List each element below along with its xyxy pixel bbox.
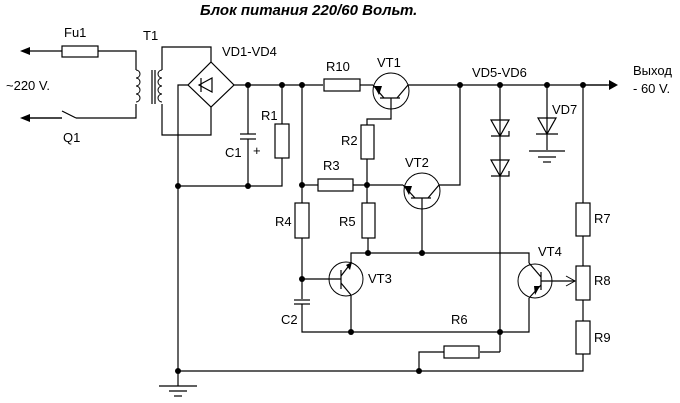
vt2-label: VT2 — [405, 155, 429, 170]
c1-label: C1 — [225, 145, 242, 160]
output-arrow — [609, 80, 618, 90]
r1-label: R1 — [261, 108, 278, 123]
transformer-label: T1 — [143, 28, 158, 43]
ground-main — [159, 385, 197, 397]
r8-label: R8 — [594, 273, 611, 288]
transistor-vt1 — [372, 72, 410, 110]
r2-label: R2 — [341, 133, 358, 148]
resistor-r9 — [575, 320, 591, 355]
resistor-r5 — [361, 202, 376, 239]
c2-label: C2 — [281, 312, 298, 327]
output-label: Выход — [633, 63, 672, 78]
diode-bridge — [187, 61, 235, 108]
resistor-r3 — [317, 178, 354, 192]
resistor-r4 — [294, 202, 310, 239]
diagram-title: Блок питания 220/60 Вольт. — [200, 2, 417, 19]
resistor-r10 — [323, 78, 361, 92]
diode-vd6 — [489, 159, 511, 178]
bridge-label: VD1-VD4 — [222, 44, 277, 59]
resistor-r1 — [274, 123, 290, 159]
r10-label: R10 — [326, 59, 350, 74]
input-voltage-label: ~220 V. — [6, 78, 50, 93]
r6-label: R6 — [451, 312, 468, 327]
fuse-label: Fu1 — [64, 25, 86, 40]
fuse-fu1 — [61, 45, 99, 58]
c1-polarity: + — [253, 143, 261, 158]
ground-vd7 — [529, 150, 565, 163]
transformer-t1 — [135, 69, 163, 104]
vt1-label: VT1 — [377, 55, 401, 70]
resistor-r7 — [575, 202, 591, 237]
diode-vd7 — [536, 117, 558, 136]
vt3-label: VT3 — [368, 271, 392, 286]
output-voltage-label: - 60 V. — [633, 81, 670, 96]
switch-q1 — [61, 110, 77, 119]
transistor-vt3 — [302, 261, 364, 297]
potentiometer-r8 — [575, 265, 591, 301]
resistor-r2 — [360, 124, 375, 160]
r7-label: R7 — [594, 211, 611, 226]
vd5-vd6-label: VD5-VD6 — [472, 65, 527, 80]
r3-label: R3 — [323, 158, 340, 173]
r9-label: R9 — [594, 330, 611, 345]
input-terminal-top — [20, 47, 62, 55]
resistor-r6 — [443, 345, 480, 359]
transistor-vt4 — [517, 262, 577, 299]
diode-vd5 — [489, 119, 511, 138]
r5-label: R5 — [339, 214, 356, 229]
vt4-label: VT4 — [538, 244, 562, 259]
r4-label: R4 — [275, 214, 292, 229]
switch-label: Q1 — [63, 130, 80, 145]
vd7-label: VD7 — [552, 102, 577, 117]
